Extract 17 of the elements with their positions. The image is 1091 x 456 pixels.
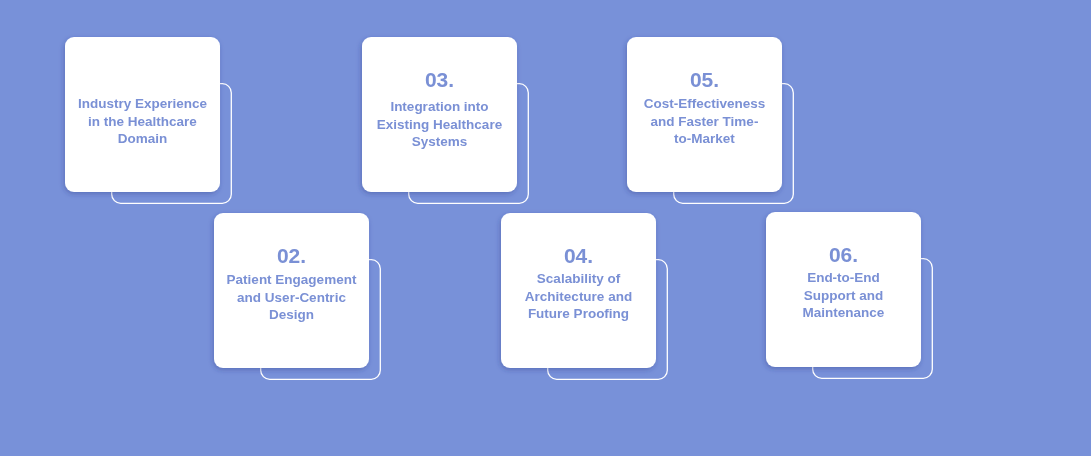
step-card [627, 37, 795, 205]
step-card [362, 37, 530, 205]
card-title: Patient Engagement and User-Centric Design [225, 271, 358, 324]
card-title: Cost-Effectiveness and Faster Time-to-Market [642, 95, 767, 148]
step-number: 03. [423, 68, 456, 92]
step-number: 02. [275, 244, 308, 268]
step-number: 06. [827, 243, 860, 267]
step-card [65, 37, 233, 205]
step-number: 05. [688, 68, 721, 92]
card-title: Industry Experience in the Healthcare Domain [76, 95, 209, 148]
step-card [766, 212, 934, 380]
card-title: Integration into Existing Healthcare Systems [375, 98, 504, 151]
card-title: Scalability of Architecture and Future Proofing [523, 270, 634, 323]
step-card [501, 213, 669, 381]
card-title: End-to-End Support and Maintenance [801, 269, 886, 322]
step-card [214, 213, 382, 381]
step-number: 04. [562, 244, 595, 268]
